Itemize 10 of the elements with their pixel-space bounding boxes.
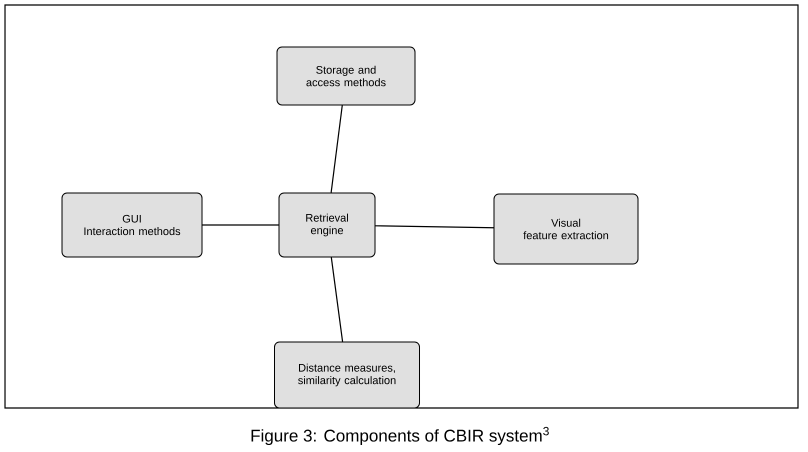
connector-line	[202, 224, 278, 226]
caption: Figure 3: Components of CBIR system$^{3}$	[252, 426, 549, 446]
component-box: Retrieval engine	[278, 192, 376, 258]
connector-line	[330, 105, 343, 193]
component-box: GUI Interaction methods	[62, 192, 202, 258]
component-box: Visual feature extraction	[494, 194, 638, 264]
component-box: Distance measures, similarity calculation	[274, 341, 420, 408]
component-box: Storage and access methods	[276, 46, 416, 106]
connector-line	[376, 225, 494, 228]
connector-line	[330, 257, 344, 342]
